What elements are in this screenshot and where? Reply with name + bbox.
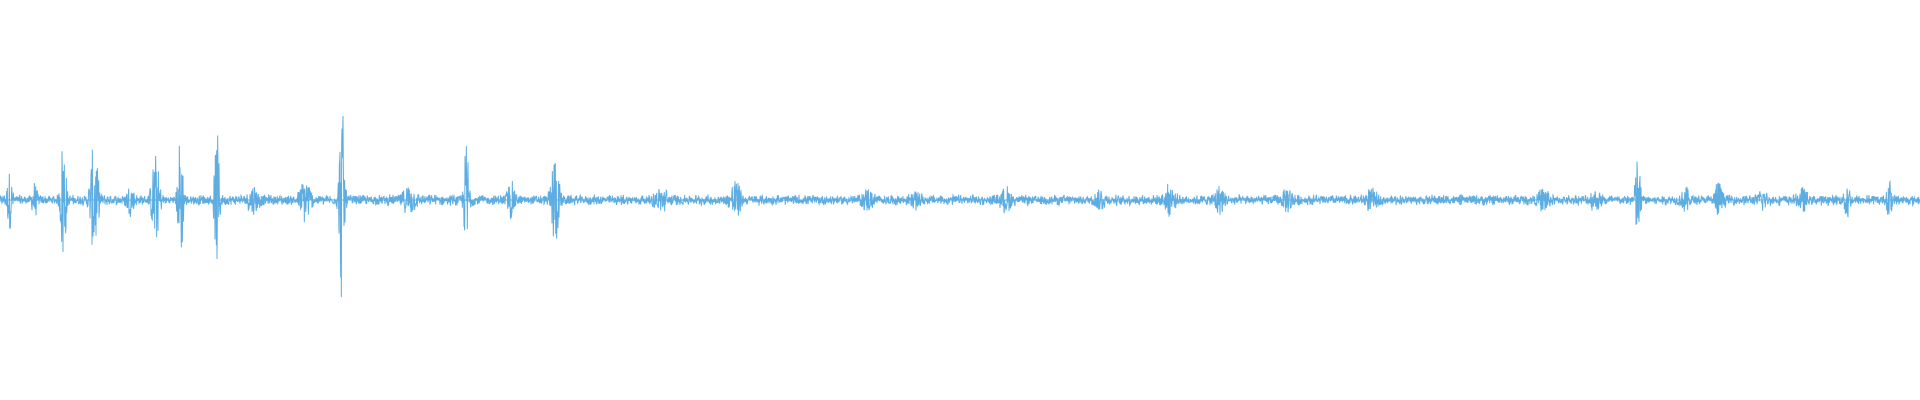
waveform-trace	[0, 115, 1920, 298]
